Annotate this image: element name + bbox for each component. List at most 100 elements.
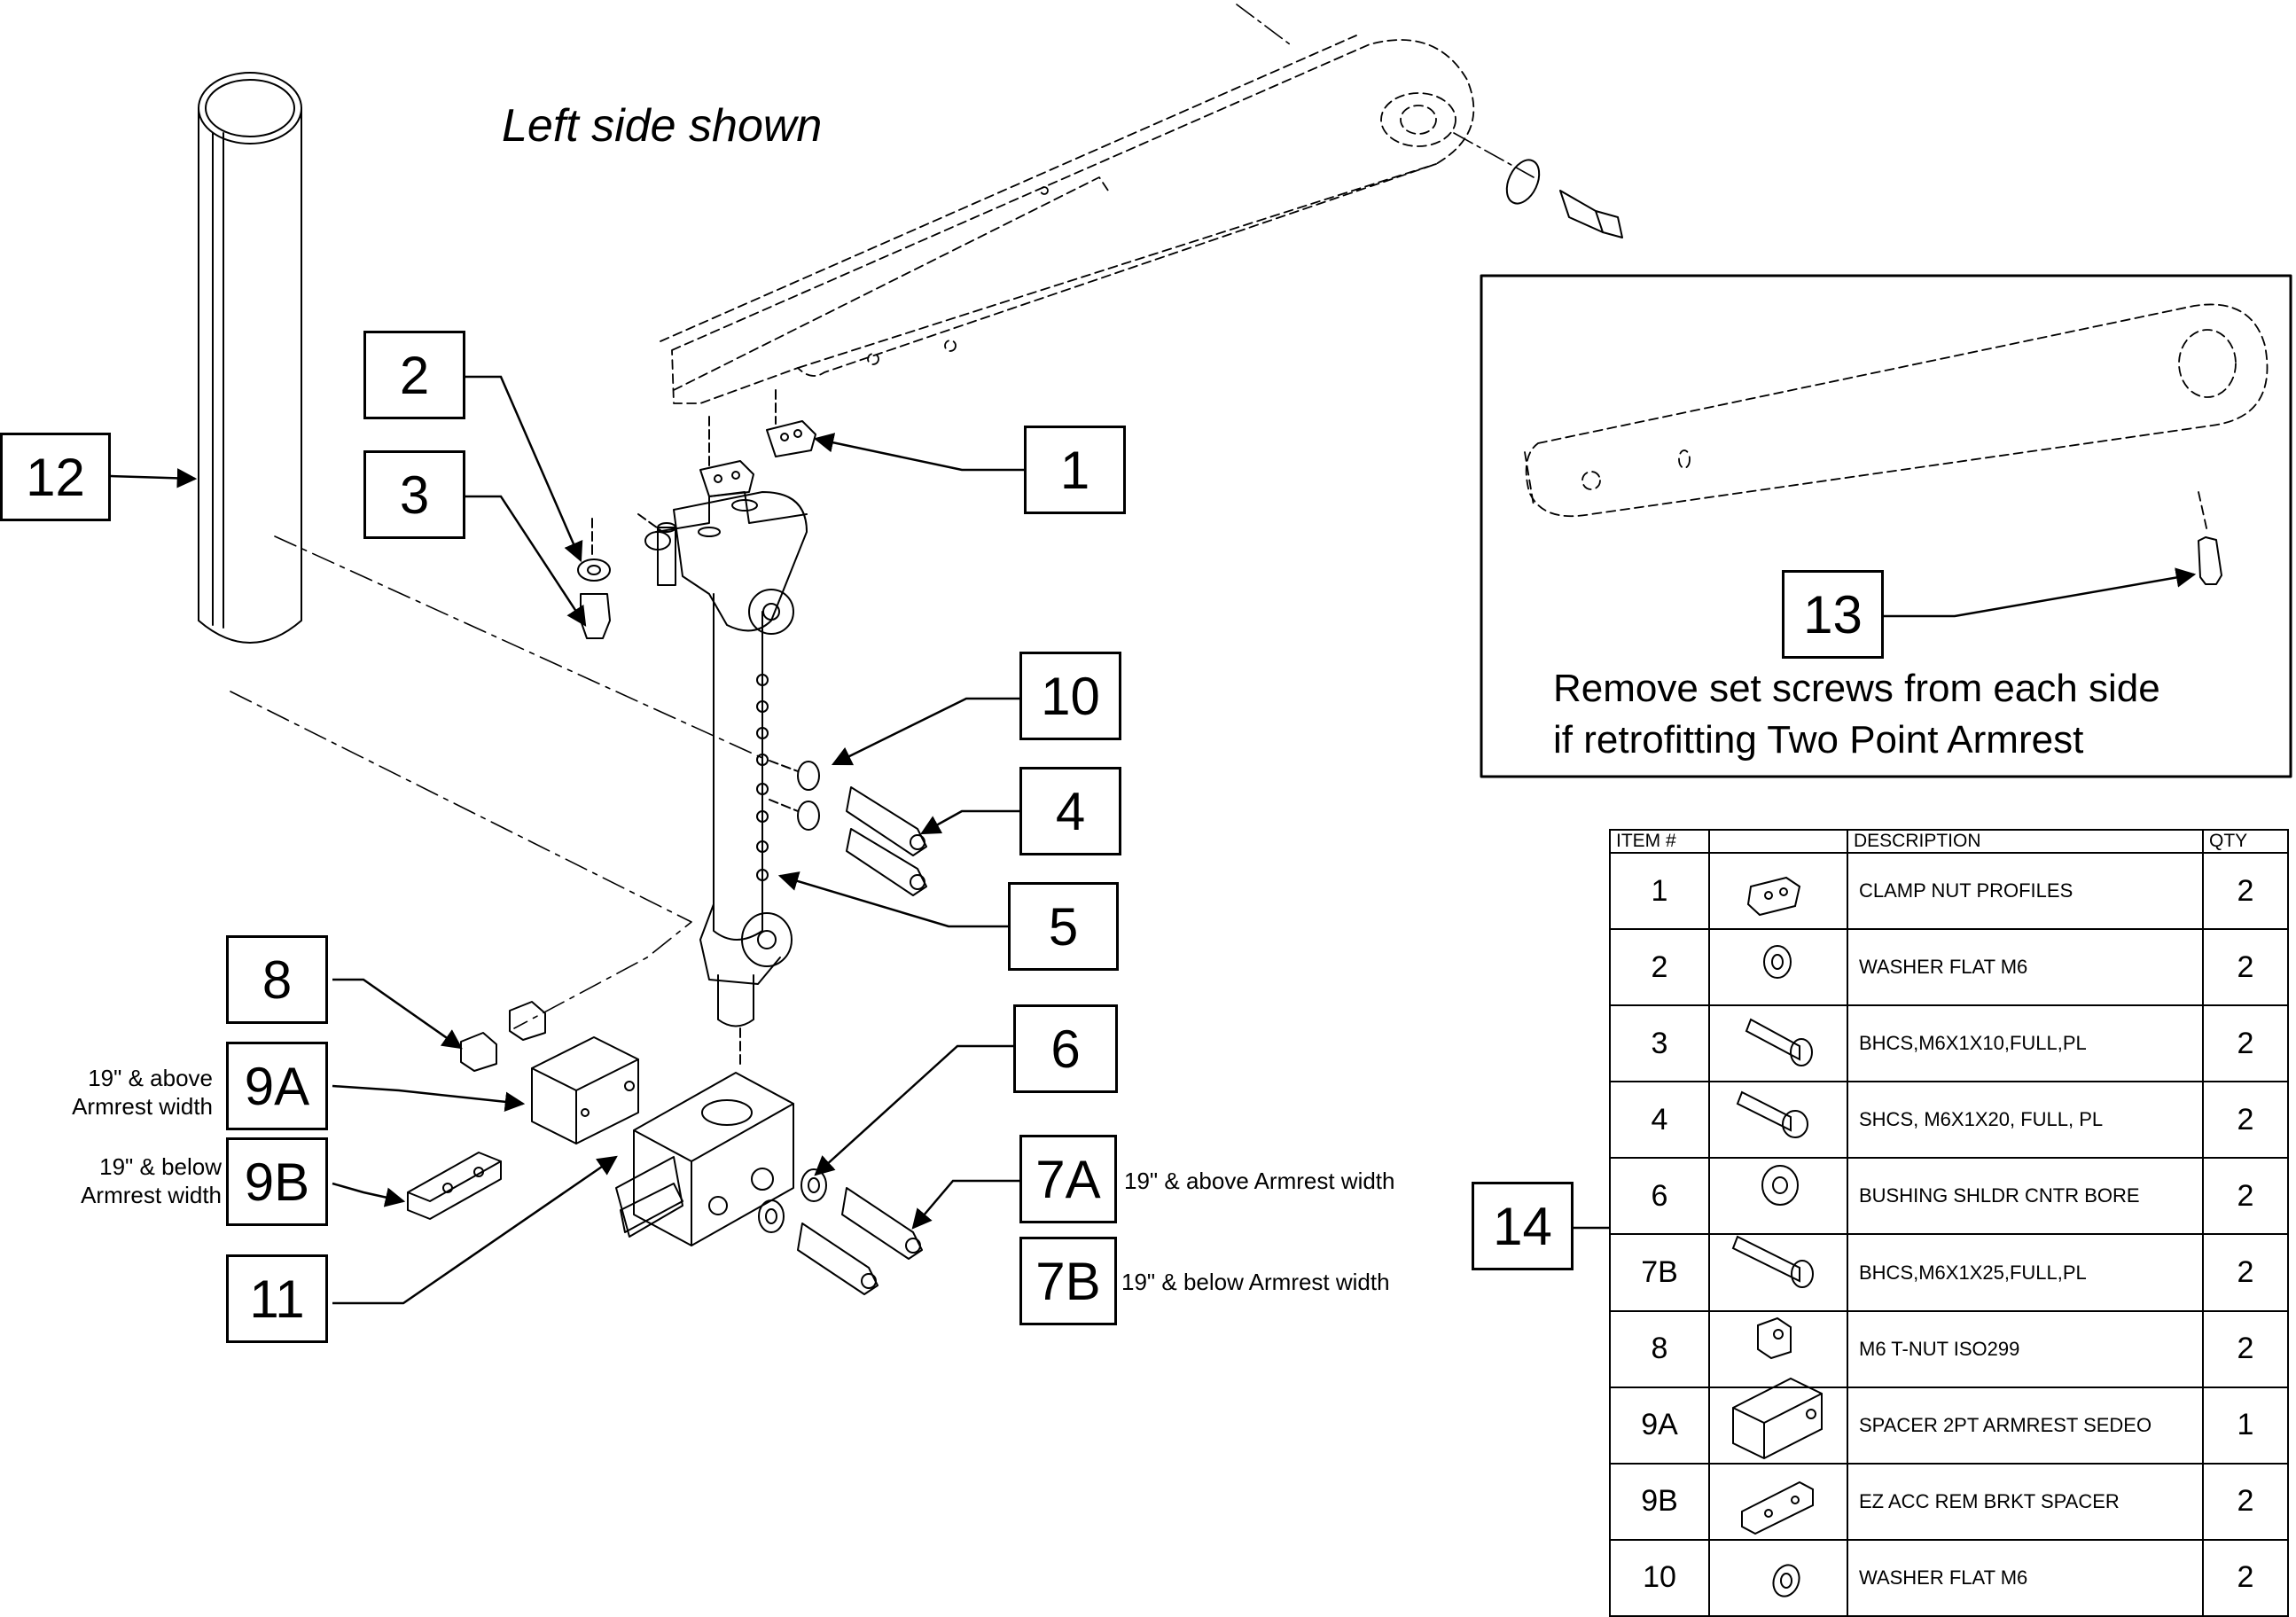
bom-description: SHCS, M6X1X20, FULL, PL (1847, 1081, 2204, 1160)
washer-icon (1708, 928, 1848, 1007)
bom-item: 1 (1609, 851, 1710, 931)
callout-10: 10 (1019, 652, 1121, 740)
callout-4: 4 (1019, 767, 1121, 855)
note-7b: 19" & below Armrest width (1121, 1269, 1390, 1295)
view-note: Left side shown (502, 100, 823, 152)
bom-col-description: DESCRIPTION (1847, 829, 2204, 854)
retrofit-line2: if retrofitting Two Point Armrest (1553, 718, 2084, 762)
bom-description: CLAMP NUT PROFILES (1847, 851, 2204, 931)
note-7a: 19" & above Armrest width (1124, 1168, 1395, 1194)
bom-description: M6 T-NUT ISO299 (1847, 1309, 2204, 1388)
bom-description: BHCS,M6X1X25,FULL,PL (1847, 1233, 2204, 1312)
callout-2: 2 (363, 331, 465, 419)
bom-qty: 2 (2202, 1309, 2289, 1388)
bom-item: 7B (1609, 1233, 1710, 1312)
callout-9a: 9A (226, 1042, 328, 1130)
note-9b: 19" & below Armrest width (35, 1152, 222, 1209)
bushing-icon (1708, 1157, 1848, 1236)
bom-item: 4 (1609, 1081, 1710, 1160)
grip-tube (198, 72, 302, 644)
bom-item: 2 (1609, 928, 1710, 1007)
clamp-nut-icon (1708, 851, 1848, 931)
spacer-block (531, 1036, 639, 1144)
t-nut-icon (1708, 1309, 1848, 1388)
washer-icon (1708, 1538, 1848, 1617)
bom-item: 8 (1609, 1309, 1710, 1388)
callout-14: 14 (1472, 1182, 1574, 1270)
mount-block (615, 1072, 794, 1246)
callout-3: 3 (363, 450, 465, 539)
callout-11: 11 (226, 1254, 328, 1343)
bom-item: 9B (1609, 1462, 1710, 1541)
retrofit-instruction: Remove set screws from each side if retr… (1553, 663, 2160, 766)
armrest-arm-phantom (660, 35, 1475, 404)
note-9b-line2: Armrest width (81, 1182, 222, 1208)
bom-qty: 2 (2202, 1538, 2289, 1617)
block-bushings-screws (758, 1168, 923, 1295)
button-head-screw-icon (1708, 1004, 1848, 1083)
note-9b-line1: 19" & below (99, 1153, 222, 1180)
retrofit-arm-phantom (1524, 303, 2269, 533)
bom-description: EZ ACC REM BRKT SPACER (1847, 1462, 2204, 1541)
leader-lines (110, 375, 2197, 1305)
note-9a-line2: Armrest width (72, 1093, 213, 1120)
button-head-screw-long-icon (1708, 1233, 1848, 1312)
bracket-spacer (407, 1152, 502, 1220)
bom-qty: 2 (2202, 1233, 2289, 1312)
post-washers-screws (797, 761, 927, 896)
clamp-nuts (699, 420, 816, 497)
bom-col-image (1708, 829, 1848, 854)
note-9a-line1: 19" & above (88, 1065, 213, 1091)
callout-6: 6 (1013, 1004, 1118, 1093)
bom-qty: 2 (2202, 1081, 2289, 1160)
armrest-post (655, 491, 808, 1027)
spacer-block-icon (1708, 1386, 1848, 1465)
pivot-washer-bolt (1505, 159, 1623, 238)
callout-9b: 9B (226, 1137, 328, 1226)
bom-description: BUSHING SHLDR CNTR BORE (1847, 1157, 2204, 1236)
callout-7b: 7B (1019, 1237, 1117, 1325)
bom-description: WASHER FLAT M6 (1847, 1538, 2204, 1617)
retrofit-line1: Remove set screws from each side (1553, 667, 2160, 710)
note-9a: 19" & above Armrest width (35, 1064, 213, 1121)
callout-5: 5 (1008, 882, 1119, 971)
bom-description: WASHER FLAT M6 (1847, 928, 2204, 1007)
t-nuts (460, 1001, 546, 1072)
bom-header-row: ITEM # DESCRIPTION QTY (1609, 829, 2289, 854)
bom-item: 10 (1609, 1538, 1710, 1617)
bom-item: 9A (1609, 1386, 1710, 1465)
callout-7a: 7A (1019, 1135, 1117, 1223)
retrofit-box (1480, 274, 2292, 778)
bom-item: 6 (1609, 1157, 1710, 1236)
bom-qty: 2 (2202, 1157, 2289, 1236)
bom-qty: 2 (2202, 1004, 2289, 1083)
bom-item: 3 (1609, 1004, 1710, 1083)
socket-head-screw-icon (1708, 1081, 1848, 1160)
bom-qty: 1 (2202, 1386, 2289, 1465)
bom-col-qty: QTY (2202, 829, 2289, 854)
callout-12: 12 (0, 433, 111, 521)
bom-qty: 2 (2202, 851, 2289, 931)
bom-col-item: ITEM # (1609, 829, 1710, 854)
bom-description: SPACER 2PT ARMREST SEDEO (1847, 1386, 2204, 1465)
callout-13: 13 (1782, 570, 1884, 659)
washer-screw (577, 522, 676, 639)
set-screw (2198, 536, 2222, 585)
callout-1: 1 (1024, 426, 1126, 514)
bom-qty: 2 (2202, 928, 2289, 1007)
bom-qty: 2 (2202, 1462, 2289, 1541)
bill-of-materials: ITEM # DESCRIPTION QTY 1 CLAMP NUT PROFIL… (1609, 829, 2289, 1617)
callout-8: 8 (226, 935, 328, 1024)
bom-description: BHCS,M6X1X10,FULL,PL (1847, 1004, 2204, 1083)
